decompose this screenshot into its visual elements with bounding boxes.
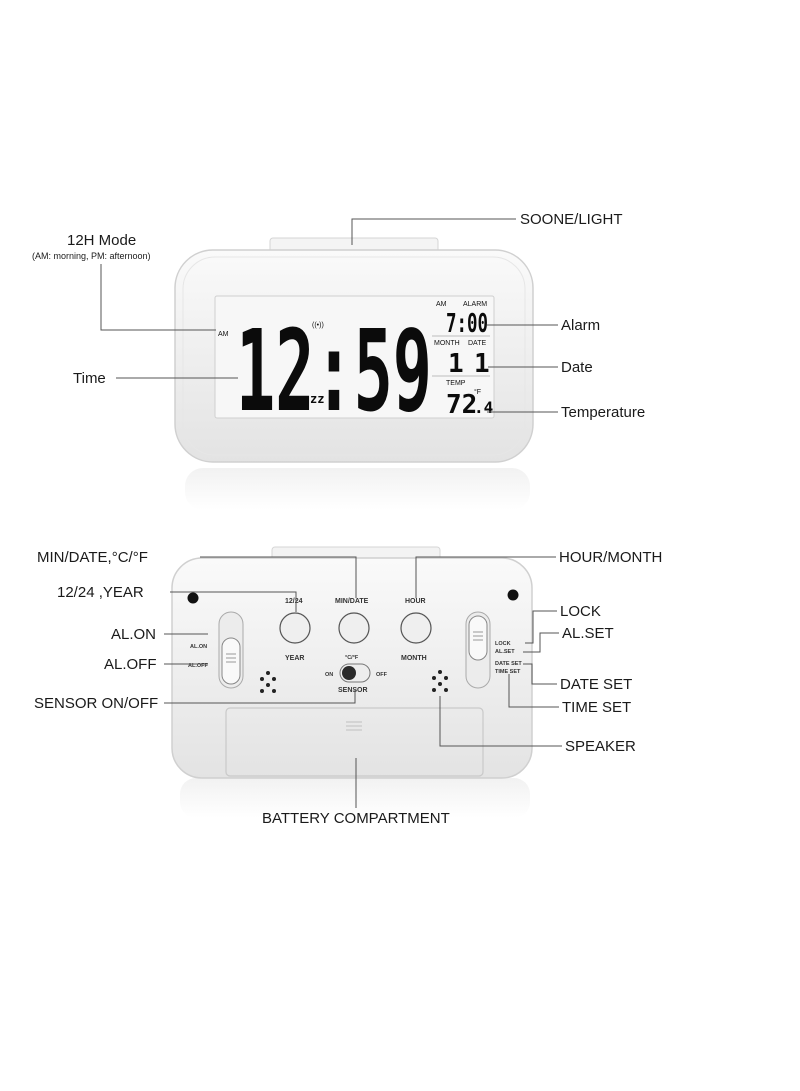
label-hour: HOUR — [405, 598, 426, 605]
min-date-button — [338, 612, 370, 644]
callout-time: Time — [73, 370, 106, 387]
label-al-on: AL.ON — [190, 644, 207, 650]
label-sensor-unit: °C/°F — [345, 655, 359, 661]
label-off: OFF — [376, 672, 388, 678]
label-min-date: MIN/DATE — [335, 598, 369, 605]
front-reflection — [185, 468, 530, 510]
callout-12h-mode-title: 12H Mode — [67, 232, 136, 249]
lcd-month-value: 1 — [448, 349, 464, 379]
speaker-right-icon — [432, 670, 448, 692]
label-date-set: DATE SET — [495, 661, 522, 667]
callout-al-off: AL.OFF — [104, 656, 157, 673]
callout-al-on: AL.ON — [111, 626, 156, 643]
lcd-alarm-time: 7:00 — [446, 309, 488, 339]
sensor-switch-knob — [342, 666, 356, 680]
lcd-temp-decimal: .4 — [474, 398, 493, 417]
speaker-left-icon — [260, 671, 276, 693]
label-time-set: TIME SET — [495, 669, 521, 675]
lcd-am-label: AM — [218, 331, 229, 338]
label-al-set: AL.SET — [495, 649, 515, 655]
lcd-snooze-icon: zz — [310, 392, 324, 406]
lcd-month-label: MONTH — [434, 340, 460, 347]
label-on: ON — [325, 672, 333, 678]
screw-hole-right — [507, 589, 519, 601]
callout-hour-month: HOUR/MONTH — [559, 549, 662, 566]
callout-date-set: DATE SET — [560, 676, 632, 693]
callout-speaker: SPEAKER — [565, 738, 636, 755]
back-view: 12/24 YEAR MIN/DATE HOUR MONTH AL.ON AL.… — [34, 546, 662, 827]
label-lock: LOCK — [495, 641, 511, 647]
label-month: MONTH — [401, 655, 427, 662]
callout-al-set: AL.SET — [562, 625, 614, 642]
lcd-time-digits: 12:59 — [236, 307, 432, 437]
callout-time-set: TIME SET — [562, 699, 631, 716]
back-reflection — [180, 778, 530, 818]
lcd-alarm-signal-icon: ((•)) — [312, 322, 324, 329]
label-al-off: AL.OFF — [188, 663, 208, 669]
callout-12h-mode-sub: (AM: morning, PM: afternoon) — [32, 251, 151, 261]
lcd-temp-label: TEMP — [446, 380, 466, 387]
mode-slider-knob — [468, 615, 488, 661]
lcd-date-value: 1 — [474, 349, 490, 379]
callout-lock: LOCK — [560, 603, 601, 620]
label-year: YEAR — [285, 655, 304, 662]
label-sensor: SENSOR — [338, 687, 368, 694]
front-view: AM 12:59 ((•)) zz AM ALARM 7:00 MONTH DA… — [32, 211, 645, 510]
callout-battery: BATTERY COMPARTMENT — [262, 810, 450, 827]
lcd-alarm-label: ALARM — [463, 301, 487, 308]
lcd-temp-unit: °F — [474, 388, 481, 396]
callout-temperature: Temperature — [561, 404, 645, 421]
callout-date: Date — [561, 359, 593, 376]
callout-min-date: MIN/DATE,°C/°F — [37, 549, 148, 566]
lcd-date-label: DATE — [468, 340, 486, 347]
callout-alarm: Alarm — [561, 317, 600, 334]
year-button — [279, 612, 311, 644]
hour-month-button — [400, 612, 432, 644]
callout-12-24-year: 12/24 ,YEAR — [57, 584, 144, 601]
lcd-alarm-am-label: AM — [436, 301, 447, 308]
label-12-24: 12/24 — [285, 598, 303, 605]
battery-compartment — [225, 707, 484, 777]
callout-snooze-light: SOONE/LIGHT — [520, 211, 623, 228]
screw-hole-left — [187, 592, 199, 604]
lcd-screen — [214, 295, 495, 419]
lcd-temp-value: 72 — [446, 390, 477, 420]
alarm-slider-knob — [221, 637, 241, 685]
callout-sensor-on-off: SENSOR ON/OFF — [34, 695, 158, 712]
